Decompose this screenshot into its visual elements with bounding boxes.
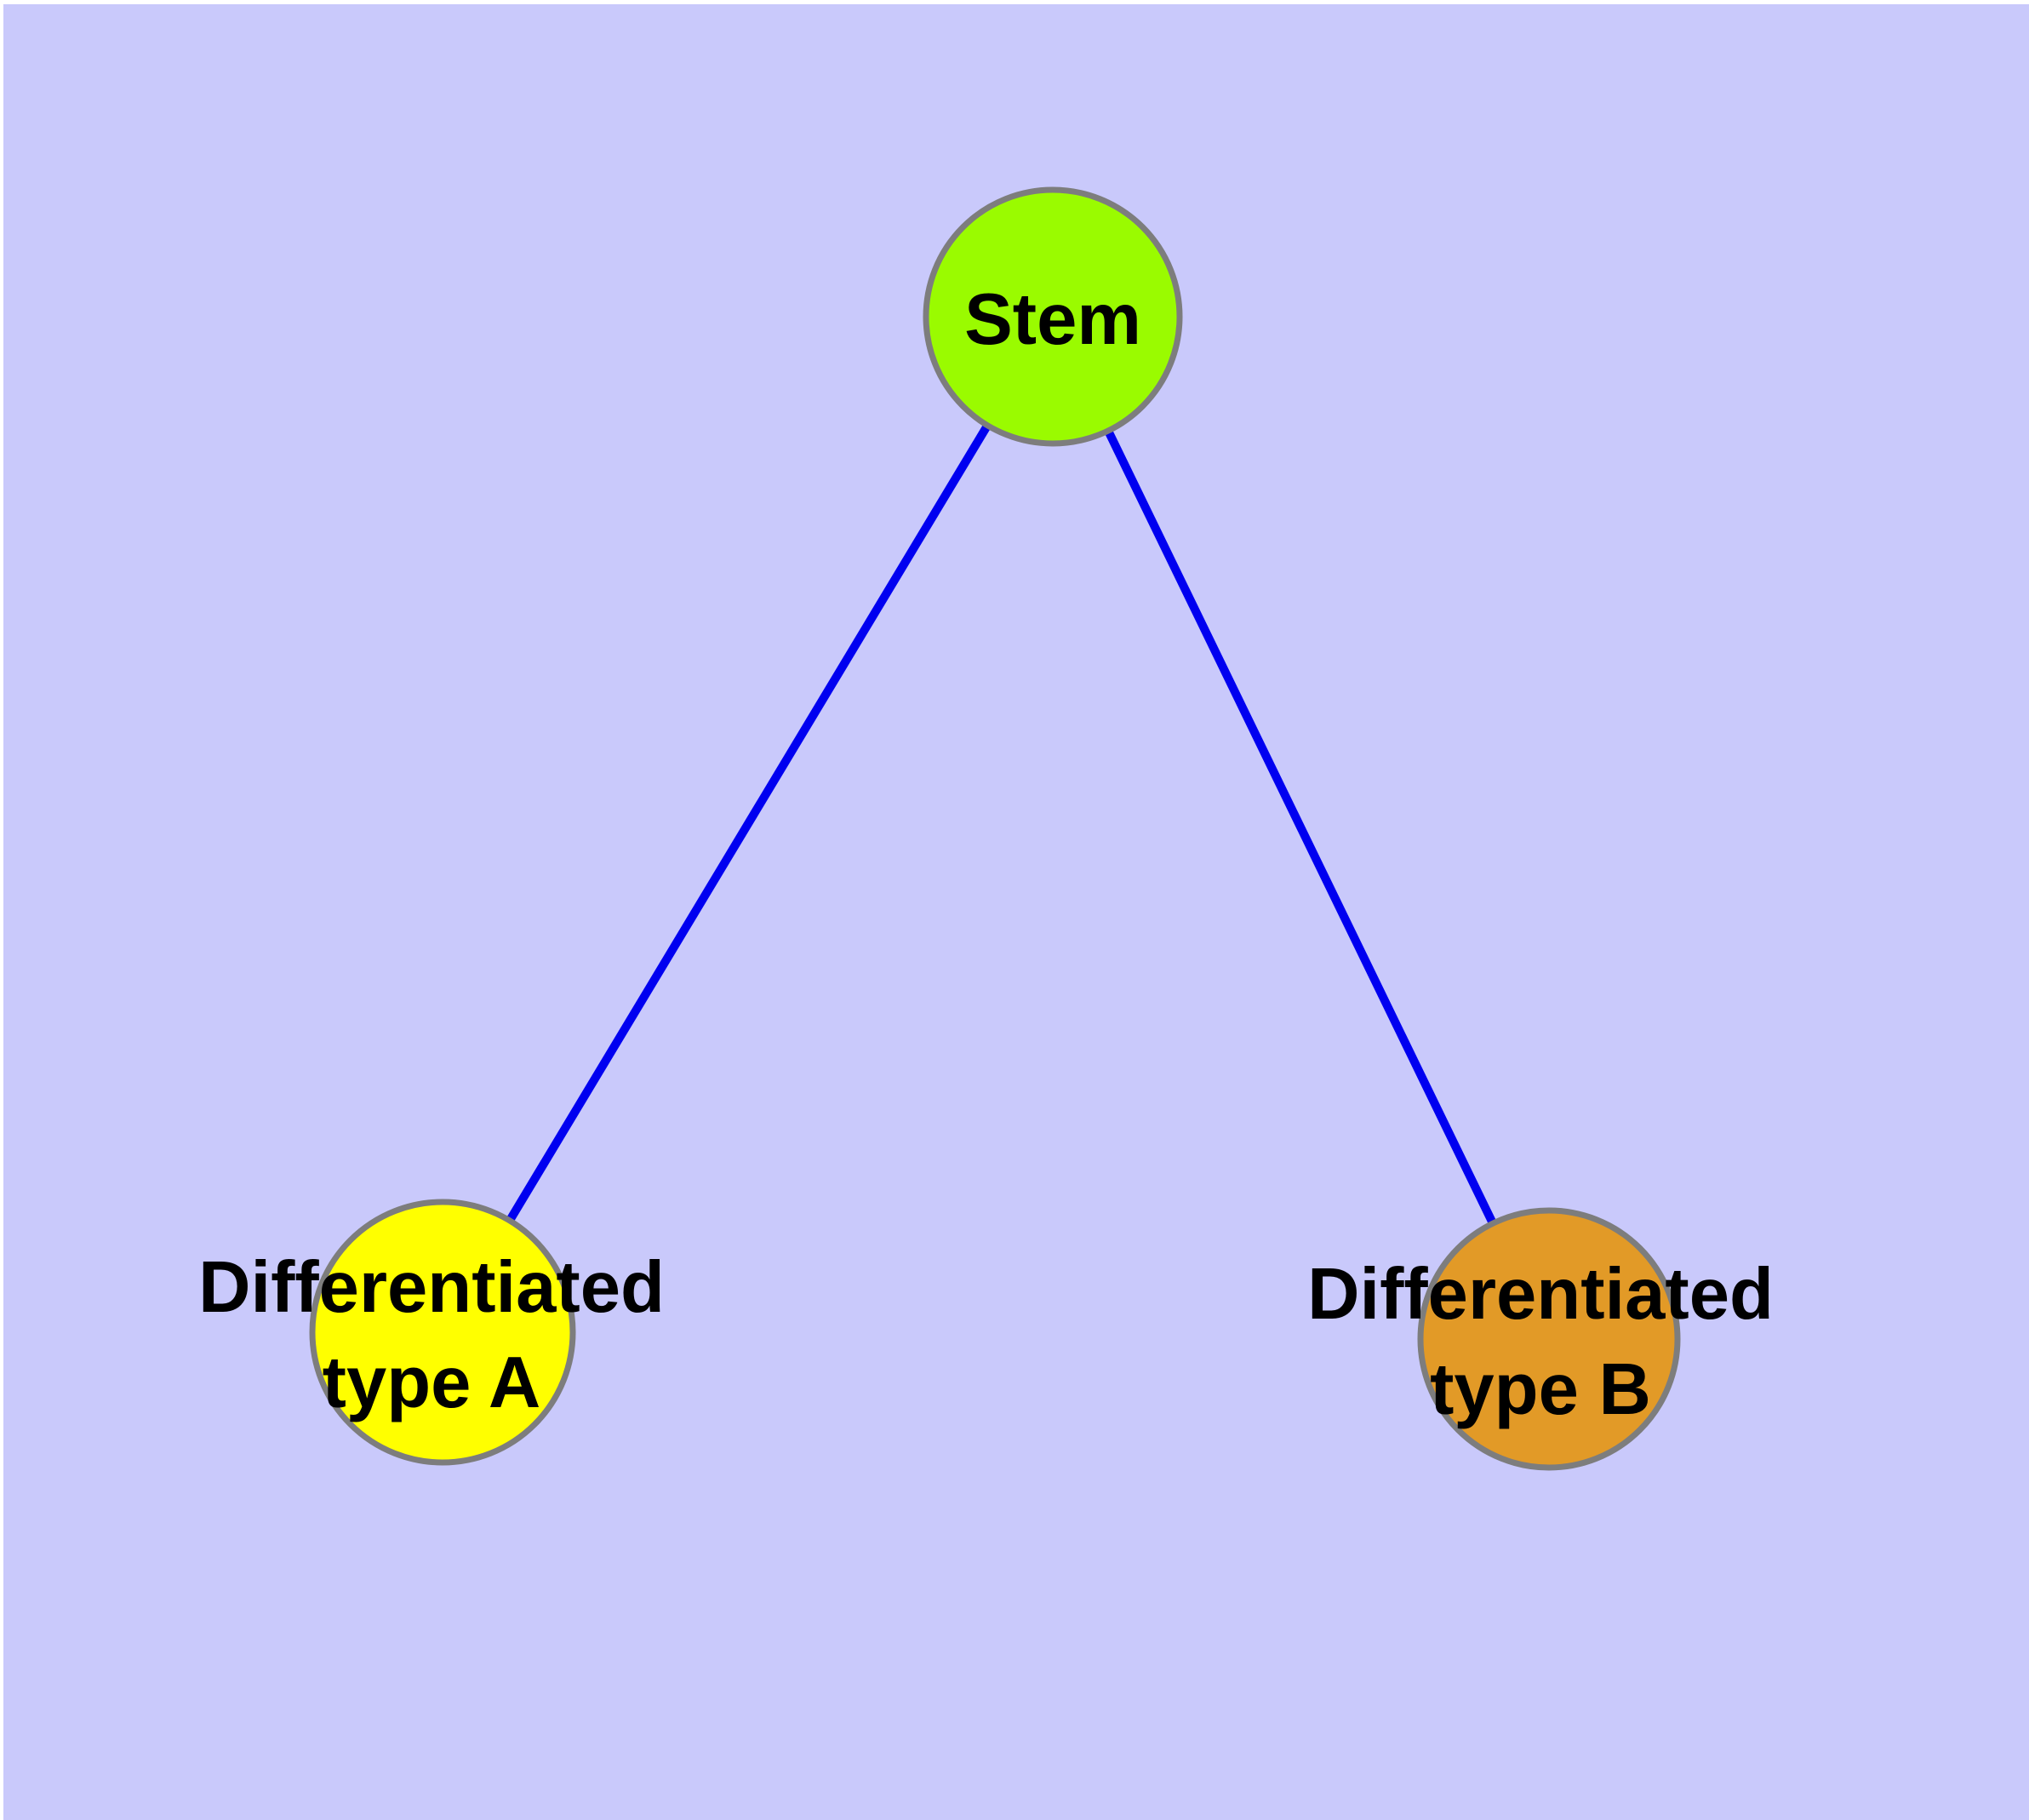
type-b-node-circle (1417, 1207, 1681, 1471)
edge-stem-to-type-b (1049, 314, 1553, 1342)
stem-node-circle (923, 186, 1183, 447)
edge-stem-to-type-a (438, 314, 1057, 1335)
type-a-node-circle (309, 1199, 576, 1466)
